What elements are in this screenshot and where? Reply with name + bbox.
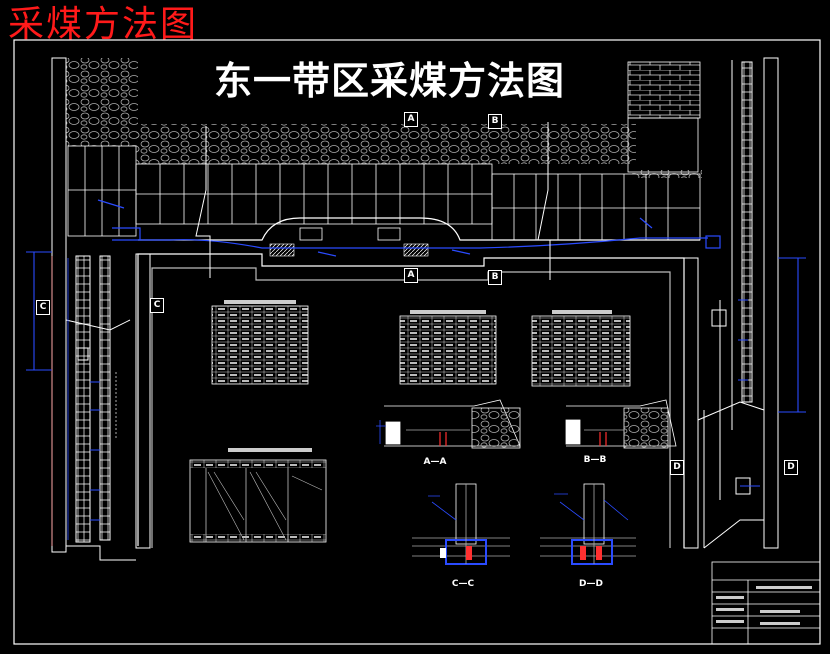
caption-d-d: D—D	[579, 579, 603, 589]
coal-seam-outline	[138, 217, 700, 241]
section-marker-d-left: D	[670, 460, 684, 475]
section-marker-a-lower: A	[404, 268, 418, 283]
section-view-d	[540, 483, 636, 565]
table-3	[531, 310, 631, 387]
main-title: 东一带区采煤方法图	[214, 58, 566, 103]
right-shaft	[683, 57, 779, 549]
break-lines	[195, 122, 551, 280]
brick-structure	[627, 61, 701, 119]
section-marker-b-lower: B	[488, 270, 502, 285]
section-marker-b: B	[488, 114, 502, 129]
conveyor-line	[97, 199, 721, 257]
main-roadway	[137, 253, 685, 548]
table-1	[211, 300, 309, 385]
section-view-c	[412, 483, 510, 565]
section-view-a	[376, 399, 521, 449]
caption-b-b: B—B	[583, 455, 607, 465]
cycle-chart	[189, 448, 327, 543]
section-marker-a: A	[404, 112, 418, 127]
support-grid	[67, 145, 701, 241]
section-marker-d-right: D	[784, 460, 798, 475]
rock-strata	[66, 58, 702, 178]
title-block	[711, 561, 821, 645]
section-view-b	[565, 399, 677, 449]
caption-c-c: C—C	[451, 579, 475, 589]
caption-a-a: A—A	[423, 457, 447, 467]
left-shaft	[51, 57, 151, 561]
corner-title: 采煤方法图	[8, 4, 199, 45]
section-marker-c-right: C	[150, 298, 164, 313]
section-marker-c-left: C	[36, 300, 50, 315]
table-2	[399, 310, 497, 385]
